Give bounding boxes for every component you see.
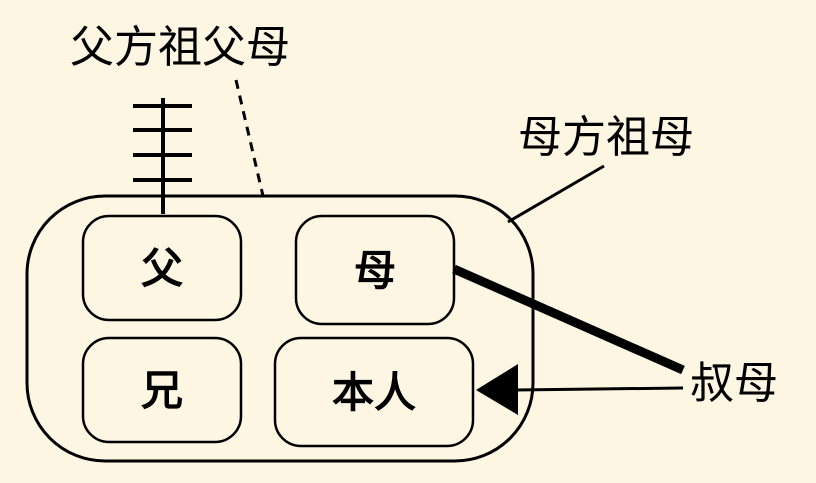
paternal-ladder-connector [133,98,192,214]
father-box [81,214,243,322]
mother-label: 母 [354,246,396,295]
brother-box [81,336,243,444]
self-box [273,336,475,448]
aunt-label: 叔母 [690,358,778,409]
aunt-self-arrow-line [514,386,684,392]
paternal-grandparents-label: 父方祖父母 [70,22,290,73]
maternal-grandmother-label: 母方祖母 [518,112,694,163]
brother-label: 兄 [141,366,183,415]
arrowhead [476,364,518,415]
self-label: 本人 [332,368,416,417]
maternal-grandmother-connector [507,164,605,224]
aunt-mother-thick-line [452,264,685,375]
dashed-connector [234,79,265,197]
household-enclosure [25,194,535,463]
father-label: 父 [141,244,183,293]
